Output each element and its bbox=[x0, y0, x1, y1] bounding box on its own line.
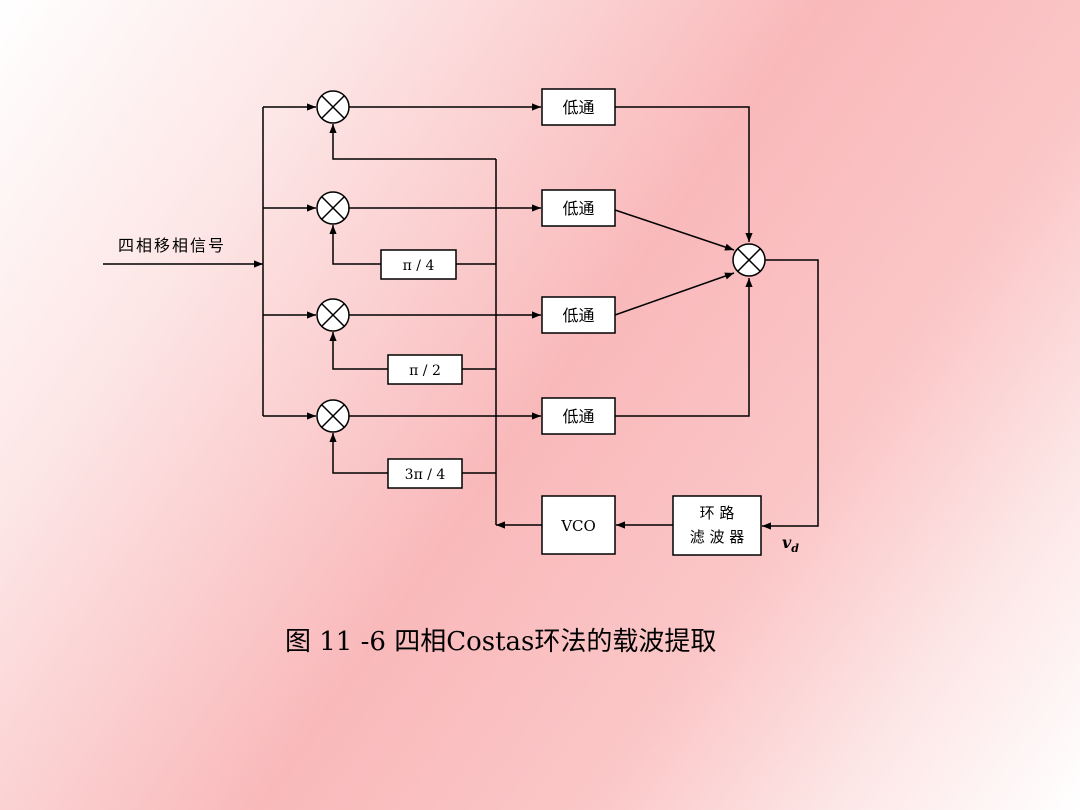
lowpass-filter-1: 低通 bbox=[541, 88, 616, 126]
vco-block: VCO bbox=[541, 495, 616, 555]
lpf-1-to-multiplier bbox=[615, 106, 753, 242]
lpf-2-to-multiplier bbox=[614, 209, 735, 251]
lpf-3-to-multiplier bbox=[614, 272, 735, 316]
input-label: 四相移相信号 bbox=[118, 236, 226, 255]
final-multiplier bbox=[732, 243, 766, 277]
lowpass-filter-2: 低通 bbox=[541, 189, 616, 227]
svg-text:3π / 4: 3π / 4 bbox=[405, 467, 446, 483]
svg-text:VCO: VCO bbox=[560, 517, 596, 535]
vd-label: vd bbox=[782, 533, 799, 555]
mixer-4 bbox=[316, 399, 350, 433]
lowpass-filter-4: 低通 bbox=[541, 397, 616, 435]
svg-text:环 路: 环 路 bbox=[700, 504, 735, 522]
svg-text:滤 波 器: 滤 波 器 bbox=[690, 528, 745, 546]
svg-text:低通: 低通 bbox=[562, 407, 594, 426]
mixer-1 bbox=[316, 90, 350, 124]
ref-to-mixer-1 bbox=[329, 124, 496, 160]
lpf-4-to-multiplier bbox=[615, 278, 753, 417]
shift-3-to-mixer-4 bbox=[329, 433, 388, 474]
phase-shifter-pi-2: π / 2 bbox=[387, 354, 463, 385]
svg-text:π / 4: π / 4 bbox=[403, 258, 435, 274]
mixer-2 bbox=[316, 191, 350, 225]
shift-2-to-mixer-3 bbox=[329, 332, 388, 370]
svg-text:π / 2: π / 2 bbox=[409, 363, 441, 379]
mixer-3 bbox=[316, 298, 350, 332]
figure-caption: 图 11 -6 四相Costas环法的载波提取 bbox=[285, 627, 716, 657]
multiplier-to-loop-filter bbox=[762, 259, 819, 530]
svg-text:低通: 低通 bbox=[562, 306, 594, 325]
lowpass-filter-3: 低通 bbox=[541, 296, 616, 334]
phase-shifter-pi-4: π / 4 bbox=[380, 249, 457, 280]
phase-shifter-3pi-4: 3π / 4 bbox=[387, 458, 463, 489]
loop-filter: 环 路 滤 波 器 bbox=[672, 495, 762, 556]
shift-1-to-mixer-2 bbox=[329, 225, 381, 265]
svg-text:低通: 低通 bbox=[562, 98, 594, 117]
svg-text:低通: 低通 bbox=[562, 199, 594, 218]
